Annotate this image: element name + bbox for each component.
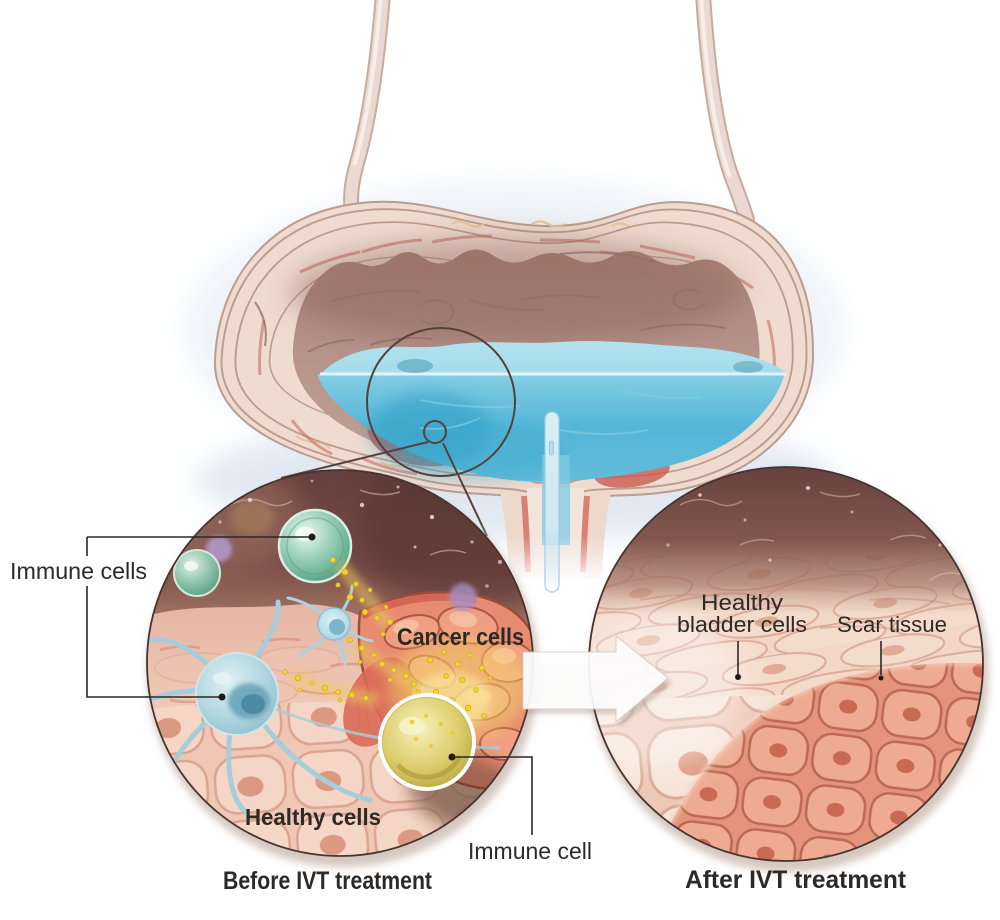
immune-cells-callout: Immune cells bbox=[2, 533, 316, 701]
scar-tissue-label: Scar tissue bbox=[837, 612, 947, 637]
healthy-bladder-cells-label-line1: Healthy bbox=[701, 590, 783, 615]
immune-cell-purple-2 bbox=[449, 583, 477, 611]
healthy-bladder-cells-callout: Healthy bladder cells bbox=[677, 590, 807, 680]
immune-cell-teal-large bbox=[277, 508, 353, 584]
zoom-line-left bbox=[280, 441, 429, 479]
zoom-source-circle bbox=[423, 420, 447, 444]
transition-arrow bbox=[522, 634, 672, 727]
before-inset-content bbox=[147, 470, 533, 856]
immune-cell-teal-medium bbox=[173, 549, 221, 597]
zoom-line-right bbox=[442, 442, 488, 537]
magnifier-lens-circle bbox=[366, 327, 516, 477]
immune-cell-callout: Immune cell bbox=[448, 753, 592, 864]
dendritic-cell bbox=[286, 584, 374, 666]
before-caption: Before IVT treatment bbox=[223, 867, 433, 895]
catheter-eyelet bbox=[549, 440, 554, 456]
bladder-anatomy bbox=[185, 0, 845, 593]
catheter bbox=[544, 411, 560, 593]
immune-cell-label: Immune cell bbox=[468, 838, 592, 864]
macrophage-cell bbox=[147, 599, 501, 815]
scar-tissue-region bbox=[648, 662, 983, 861]
ureter-left bbox=[343, 0, 391, 224]
healthy-bladder-cells-label-line2: bladder cells bbox=[677, 612, 807, 637]
scar-tissue-callout: Scar tissue bbox=[837, 612, 947, 681]
cancer-cells-label: Cancer cells bbox=[397, 624, 524, 651]
after-caption: After IVT treatment bbox=[685, 866, 907, 894]
ureter-right bbox=[695, 0, 755, 228]
cytokine-dots bbox=[282, 557, 493, 727]
immune-cells-label: Immune cells bbox=[10, 558, 147, 584]
after-inset-content bbox=[589, 467, 983, 861]
healthy-cells-label: Healthy cells bbox=[245, 804, 381, 830]
